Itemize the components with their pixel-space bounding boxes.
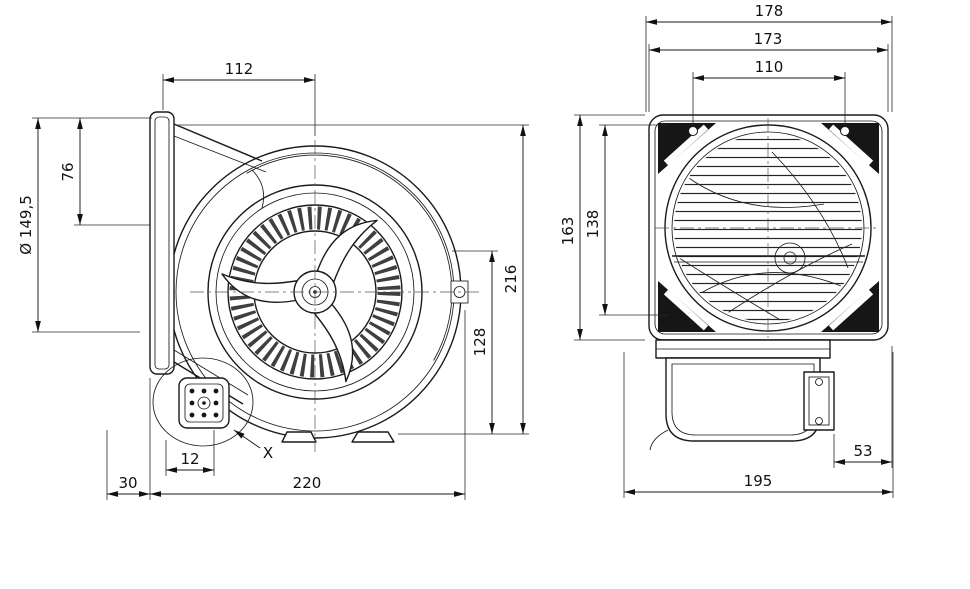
dim-220-label: 220: [293, 474, 322, 492]
dim-110-label: 110: [755, 58, 784, 76]
dim-76-label: 76: [59, 162, 77, 181]
dim-diameter-label: Ø 149,5: [17, 195, 35, 255]
dim-12-label: 12: [180, 450, 199, 468]
dim-138-label: 138: [584, 210, 602, 239]
side-view: 112 76 Ø 149,5 216 128 1: [17, 60, 529, 500]
dim-inlet-diameter: Ø 149,5: [17, 118, 140, 333]
dim-128-label: 128: [471, 328, 489, 357]
dim-overall-length: 220: [150, 310, 466, 500]
dim-112-label: 112: [225, 60, 254, 78]
dim-outlet-height: 128: [452, 250, 498, 434]
dim-terminal-depth: 53: [833, 346, 893, 468]
dim-173-label: 173: [754, 30, 783, 48]
front-view: 178 173 110 163 138: [559, 2, 894, 498]
terminal-screw-top: [815, 378, 823, 386]
mounting-holes: [688, 126, 850, 136]
dim-housing-width: 173: [648, 30, 889, 112]
dim-front-overall-height: 163: [559, 114, 645, 341]
dim-top-width: 112: [162, 60, 316, 136]
dim-pad-offset: 12: [165, 430, 215, 476]
feet: [281, 431, 395, 443]
bolt-pattern: [189, 388, 219, 418]
motor-cable: [649, 429, 669, 451]
dim-inlet-height: 138: [584, 124, 668, 316]
dim-195-label: 195: [744, 472, 773, 490]
dim-overall-width: 178: [645, 2, 893, 112]
motor: [649, 339, 831, 451]
mounting-bracket: [152, 357, 254, 447]
dim-flange-setback: 30: [106, 378, 151, 500]
dim-216-label: 216: [502, 265, 520, 294]
centerlines-side: [190, 140, 480, 452]
dim-53-label: 53: [853, 442, 872, 460]
terminal-screw-bottom: [815, 417, 823, 425]
terminal-box: [803, 371, 835, 431]
dim-overall-depth: 195: [623, 352, 894, 498]
dim-overall-height: 216: [178, 124, 529, 435]
detail-callout-x: X: [233, 429, 273, 462]
dim-178-label: 178: [755, 2, 784, 20]
inlet-flange: [149, 111, 175, 375]
dim-inlet-offset: 76: [32, 117, 152, 226]
dim-30-label: 30: [118, 474, 137, 492]
corner-gussets: [658, 123, 879, 332]
dim-hole-pitch: 110: [692, 58, 846, 126]
dim-163-label: 163: [559, 217, 577, 246]
detail-x-label: X: [263, 444, 273, 462]
centerlines-front: [655, 118, 880, 338]
